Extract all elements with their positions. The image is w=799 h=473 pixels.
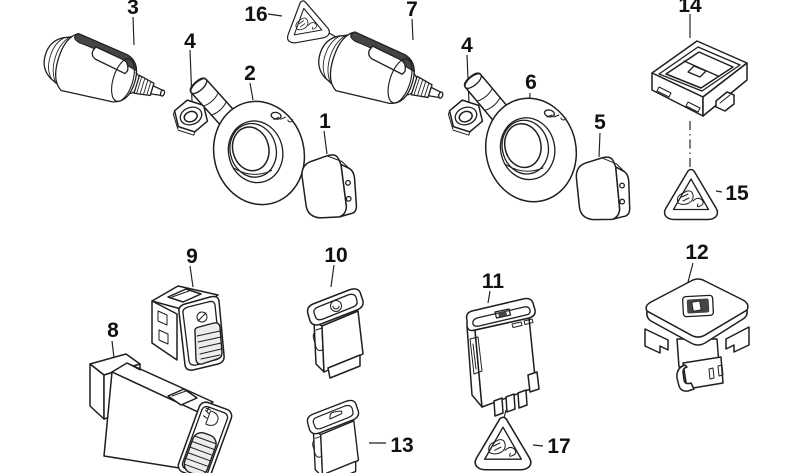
latch-tab [715, 91, 735, 112]
leader-line-9 [189, 265, 194, 288]
part-9-thumbwheel-switch [151, 285, 225, 371]
button-icon [330, 300, 342, 312]
callout-label-16: 16 [244, 3, 267, 26]
connector-pin [517, 389, 528, 409]
part-13-push-button-switch [306, 399, 360, 473]
callout-label-1: 1 [319, 110, 331, 133]
latch-wing-left [644, 328, 669, 354]
leader-line-2 [249, 82, 254, 101]
leader-line-11 [487, 290, 491, 304]
part-12-push-button-switch [644, 278, 750, 392]
callout-label-15: 15 [725, 182, 749, 205]
leader-line-1 [323, 130, 328, 155]
connector-pin [493, 397, 504, 417]
part-16-warning-decal-triangle [280, 0, 331, 45]
callout-label-13: 13 [390, 434, 413, 457]
callout-labels: 3 4 2 16 1 7 4 6 5 14 15 9 8 10 13 11 17… [107, 0, 749, 458]
callout-label-6: 6 [525, 71, 537, 94]
leader-line-16 [267, 13, 283, 17]
part-5-rotary-knob [574, 154, 633, 223]
button-icon [329, 410, 343, 420]
part-11-push-button-switch [465, 297, 540, 417]
leader-line-3 [132, 16, 135, 46]
side-tab [527, 371, 540, 393]
top-rocker [167, 388, 198, 406]
callout-label-4-left: 4 [184, 30, 196, 53]
headlight-beam-icon [202, 406, 219, 426]
clip-arm [676, 364, 695, 392]
latch-wing-right [725, 326, 750, 353]
callout-label-9: 9 [186, 245, 198, 268]
leader-line-12 [687, 262, 694, 283]
callout-label-17: 17 [547, 435, 570, 458]
callout-label-11: 11 [482, 270, 505, 293]
callout-label-3: 3 [127, 0, 139, 19]
leader-line-5 [598, 132, 601, 158]
leader-line-7 [411, 18, 414, 41]
button-icon [682, 294, 714, 318]
side-slot [685, 101, 701, 113]
callout-label-2: 2 [244, 62, 256, 85]
callout-label-10: 10 [324, 244, 347, 267]
callout-label-12: 12 [685, 241, 708, 264]
connector-pin [505, 393, 516, 413]
leader-line-15 [715, 190, 723, 193]
button-icon [494, 308, 512, 319]
part-6-bezel-ring-with-shaft [461, 70, 587, 211]
top-rocker [167, 288, 202, 303]
headlight-level-icon [196, 311, 208, 323]
leader-line-8 [111, 340, 115, 359]
part-14-rocker-switch [651, 40, 748, 117]
thumbwheel [183, 431, 217, 473]
callout-label-8: 8 [107, 319, 119, 342]
callout-label-14: 14 [678, 0, 702, 17]
side-slot [656, 86, 672, 98]
leader-line-17 [532, 444, 544, 447]
part-10-push-button-switch [306, 288, 364, 379]
leader-line-10 [330, 264, 335, 288]
callout-label-5: 5 [594, 111, 606, 134]
callout-label-7: 7 [406, 0, 418, 21]
part-15-warning-decal-triangle [663, 168, 719, 221]
part-1-rotary-knob [299, 151, 360, 222]
module-bezel [177, 401, 233, 473]
part-7-switch-housing [310, 23, 454, 124]
callout-label-4-right: 4 [461, 34, 473, 57]
part-8-control-module [89, 353, 233, 473]
part-17-warning-decal-triangle [474, 416, 532, 471]
part-3-switch-housing [36, 25, 175, 121]
